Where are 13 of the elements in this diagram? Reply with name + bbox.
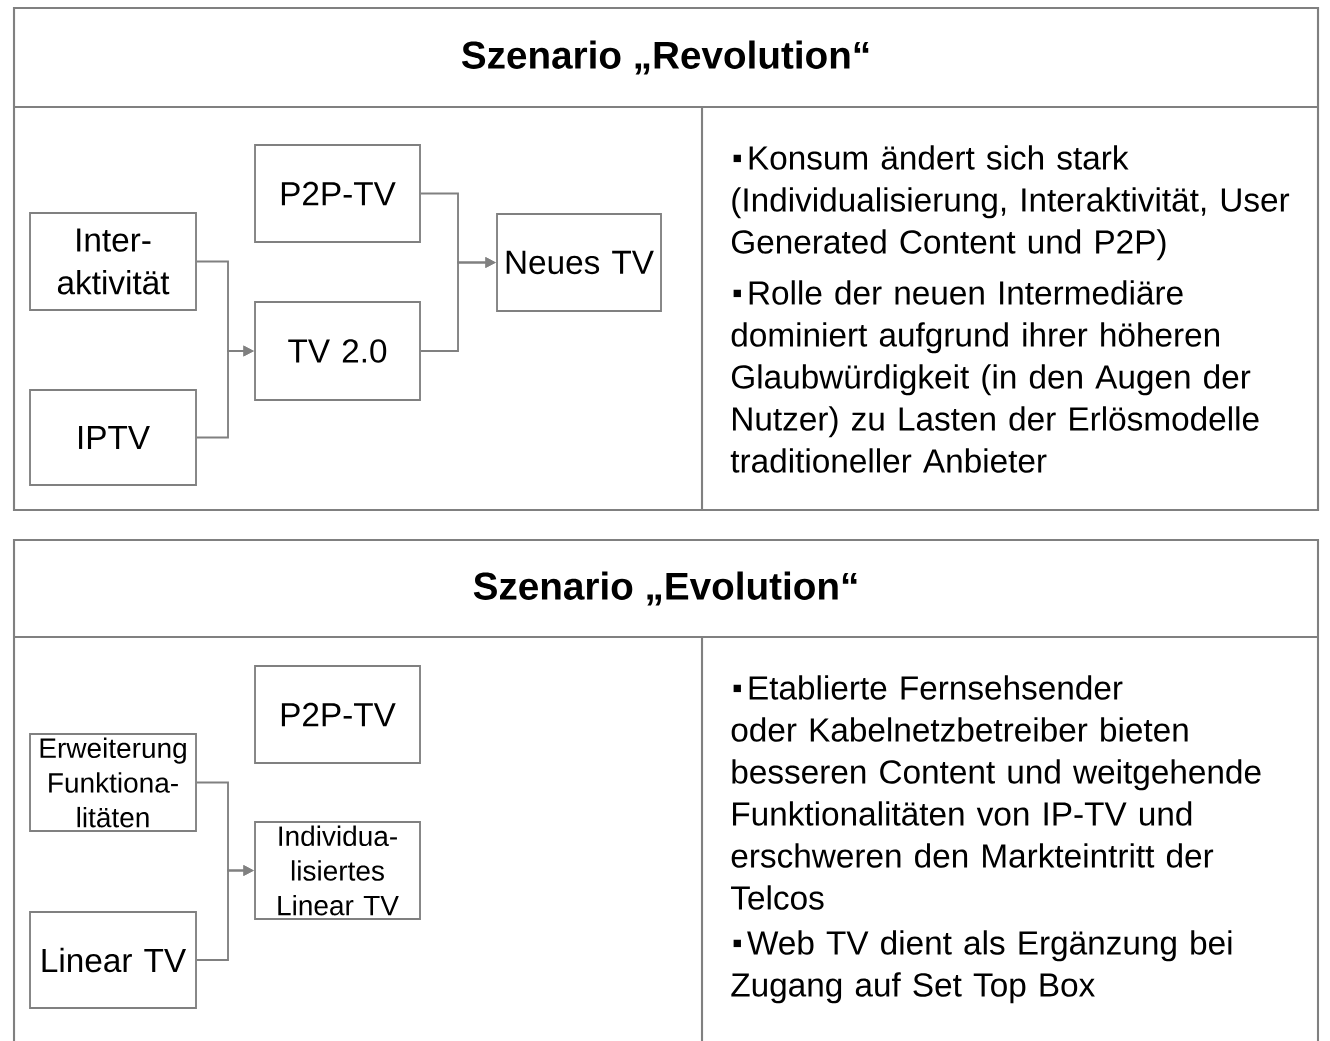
bullet-text: Etablierte Fernsehsender oder Kabelnetzbetreiber bieten besseren Content und weitgehende Funktionalitäten von IP-TV und erschweren den Markteintritt der Telcos [731,675,1261,910]
process-box: Individua- lisiertes Linear TV [254,821,421,920]
process-box: Linear TV [29,911,197,1009]
process-box: Inter- aktivität [29,212,197,311]
bullet-text: Konsum ändert sich stark (Individualisierung, Interaktivität, User Generated Content und P2P) [731,145,1290,261]
bullet-text: Web TV dient als Ergänzung bei Zugang auf Set Top Box [731,930,1232,1004]
process-box: IPTV [29,389,197,486]
process-box: P2P-TV [254,665,421,764]
process-box: TV 2.0 [254,301,421,401]
process-box: P2P-TV [254,144,421,243]
process-box: Neues TV [496,213,662,312]
process-box: Erweiterung Funktiona- litäten [29,733,197,832]
bullet-text: Rolle der neuen Intermediäre dominiert aufgrund ihrer höheren Glaubwürdigkeit (in den Augen der Nutzer) zu Lasten der Erlösmodelle traditioneller Anbieter [730,280,1259,473]
